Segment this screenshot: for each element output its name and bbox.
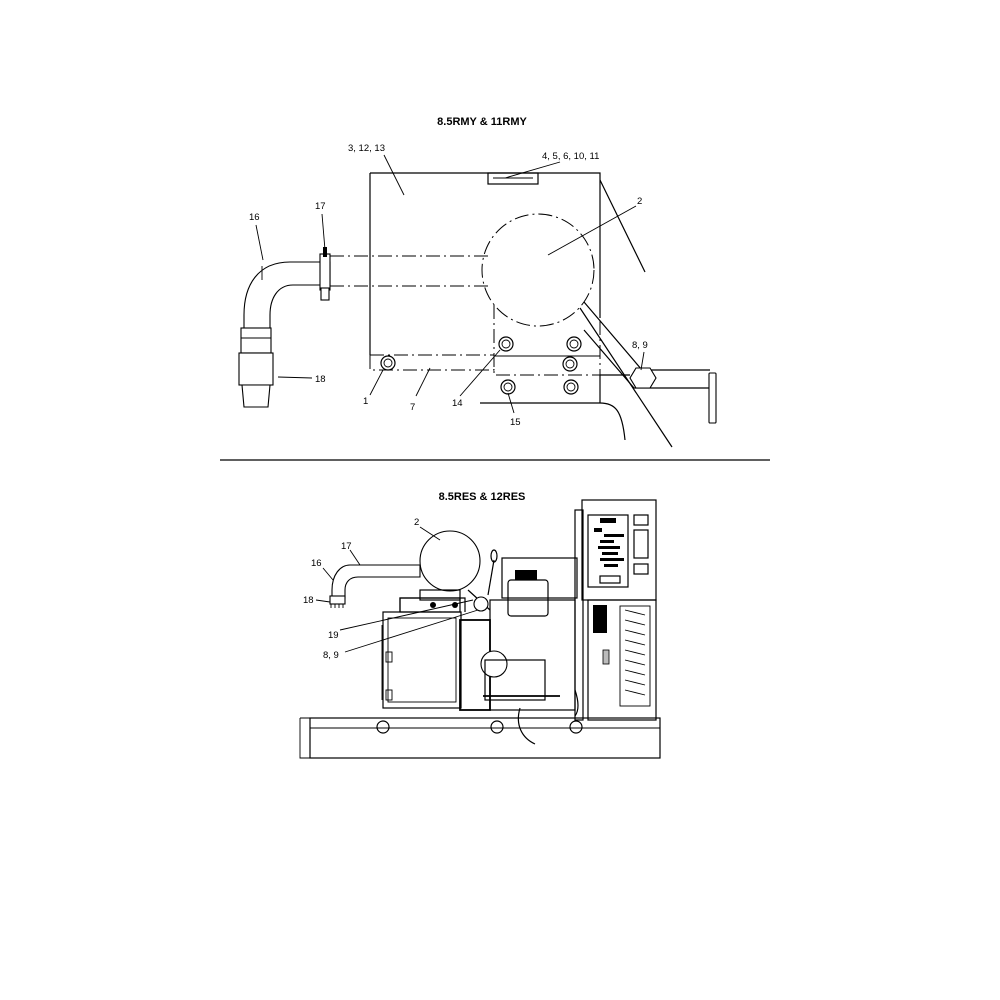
muffler-assembled [419, 530, 481, 592]
base-frame [480, 402, 626, 441]
leader-2 [547, 205, 637, 256]
leader-b-2 [419, 526, 441, 541]
exhaust-elbow-assembled [331, 564, 421, 599]
pipe-coupler [240, 327, 272, 354]
leader-4-5-6-10-11 [504, 161, 561, 179]
callout-b-16: 16 [311, 558, 322, 569]
leader-7 [415, 367, 431, 397]
top-diagram-title: 8.5RMY & 11RMY [437, 116, 527, 128]
top-exploded-view: 8.5RMY & 11RMY [238, 116, 717, 448]
leader-b-17 [349, 549, 361, 566]
oil-filter [480, 650, 508, 678]
leader-b-8-9 [344, 609, 479, 653]
outlet-pipe-bottom [583, 329, 710, 389]
callout-7: 7 [410, 402, 415, 413]
bottom-assembled-view: 8.5RES & 12RES [299, 491, 661, 759]
callout-15: 15 [510, 417, 521, 428]
outlet-flange [708, 372, 717, 424]
leader-17 [321, 213, 326, 251]
leader-15 [507, 392, 515, 414]
tailpipe-tip [241, 384, 271, 408]
leader-1 [369, 369, 384, 396]
bolt-14 [498, 336, 514, 352]
callout-8-9: 8, 9 [632, 340, 648, 351]
engine [381, 557, 579, 745]
callout-b-2: 2 [414, 517, 419, 528]
engine-side-cover [382, 611, 462, 709]
support-rod [599, 179, 646, 273]
housing-panel [370, 172, 601, 318]
callout-b-18: 18 [303, 595, 314, 606]
leader-8-9 [640, 351, 645, 371]
leader-b-18 [315, 599, 331, 603]
callout-18: 18 [315, 374, 326, 385]
callout-b-17: 17 [341, 541, 352, 552]
engine-top-cover [501, 557, 578, 599]
tailpipe [238, 352, 274, 386]
callout-14: 14 [452, 398, 463, 409]
dipstick [487, 559, 495, 596]
leader-3-12-13 [383, 154, 405, 196]
callout-1: 1 [363, 396, 368, 407]
control-panel [574, 499, 657, 721]
callout-3-12-13: 3, 12, 13 [348, 143, 385, 154]
bolt-right-mid [562, 356, 578, 372]
leader-b-16 [322, 567, 334, 581]
outlet-nut [629, 367, 657, 389]
leader-b-19 [339, 599, 474, 631]
callout-b-19: 19 [328, 630, 339, 641]
bolt-right-lower [563, 379, 579, 395]
callout-17: 17 [315, 201, 326, 212]
exhaust-clamp [319, 253, 331, 291]
bolt-15 [500, 379, 516, 395]
callout-4-5-6-10-11: 4, 5, 6, 10, 11 [542, 151, 599, 162]
top-slot [487, 172, 539, 185]
leader-18 [277, 376, 313, 379]
leader-16 [255, 224, 264, 261]
bolt-right-upper [566, 336, 582, 352]
callout-16: 16 [249, 212, 260, 223]
mounting-bracket [369, 354, 495, 371]
callout-2: 2 [637, 196, 642, 207]
bottom-diagram-title: 8.5RES & 12RES [439, 491, 526, 503]
bolt-1 [380, 355, 396, 371]
tailpipe-assembled [329, 595, 346, 605]
outlet-nut-assembled [473, 596, 489, 612]
outlet-pipe-top [583, 301, 710, 371]
callout-b-8-9: 8, 9 [323, 650, 339, 661]
frame-diagonal [579, 307, 673, 448]
muffler [481, 213, 595, 327]
generator-base [309, 717, 661, 759]
leader-14 [459, 349, 501, 397]
